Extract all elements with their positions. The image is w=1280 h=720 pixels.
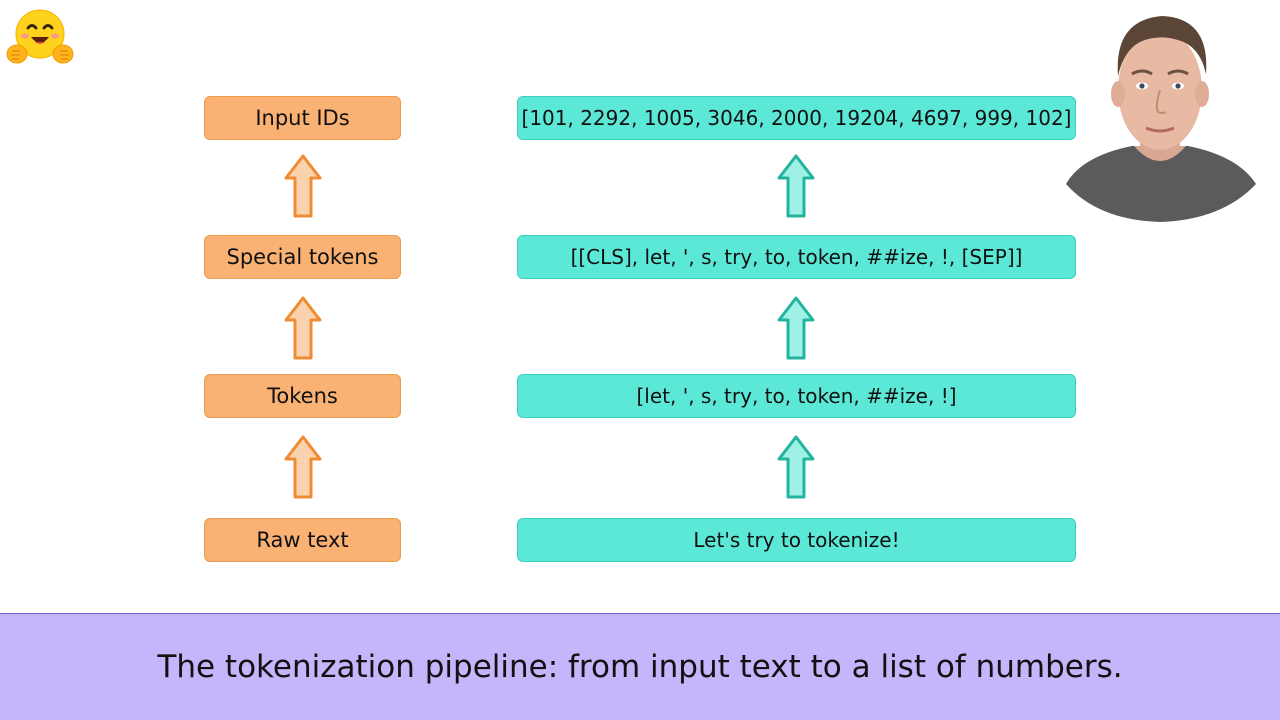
up-arrow-icon	[284, 154, 322, 218]
up-arrow-icon	[284, 296, 322, 360]
caption-bar: The tokenization pipeline: from input te…	[0, 613, 1280, 720]
stage-value-tokens: [let, ', s, try, to, token, ##ize, !]	[517, 374, 1076, 418]
hugging-face-emoji-icon	[6, 9, 74, 64]
up-arrow-icon	[777, 435, 815, 499]
stage-label-input-ids: Input IDs	[204, 96, 401, 140]
stage-value-special-tokens: [[CLS], let, ', s, try, to, token, ##ize…	[517, 235, 1076, 279]
stage-value-input-ids: [101, 2292, 1005, 3046, 2000, 19204, 469…	[517, 96, 1076, 140]
up-arrow-icon	[777, 296, 815, 360]
stage-label-tokens: Tokens	[204, 374, 401, 418]
presenter-webcam-video	[1066, 16, 1256, 222]
caption-text: The tokenization pipeline: from input te…	[157, 649, 1123, 685]
stage-label-special-tokens: Special tokens	[204, 235, 401, 279]
up-arrow-icon	[777, 154, 815, 218]
up-arrow-icon	[284, 435, 322, 499]
stage-label-raw-text: Raw text	[204, 518, 401, 562]
stage-value-raw-text: Let's try to tokenize!	[517, 518, 1076, 562]
